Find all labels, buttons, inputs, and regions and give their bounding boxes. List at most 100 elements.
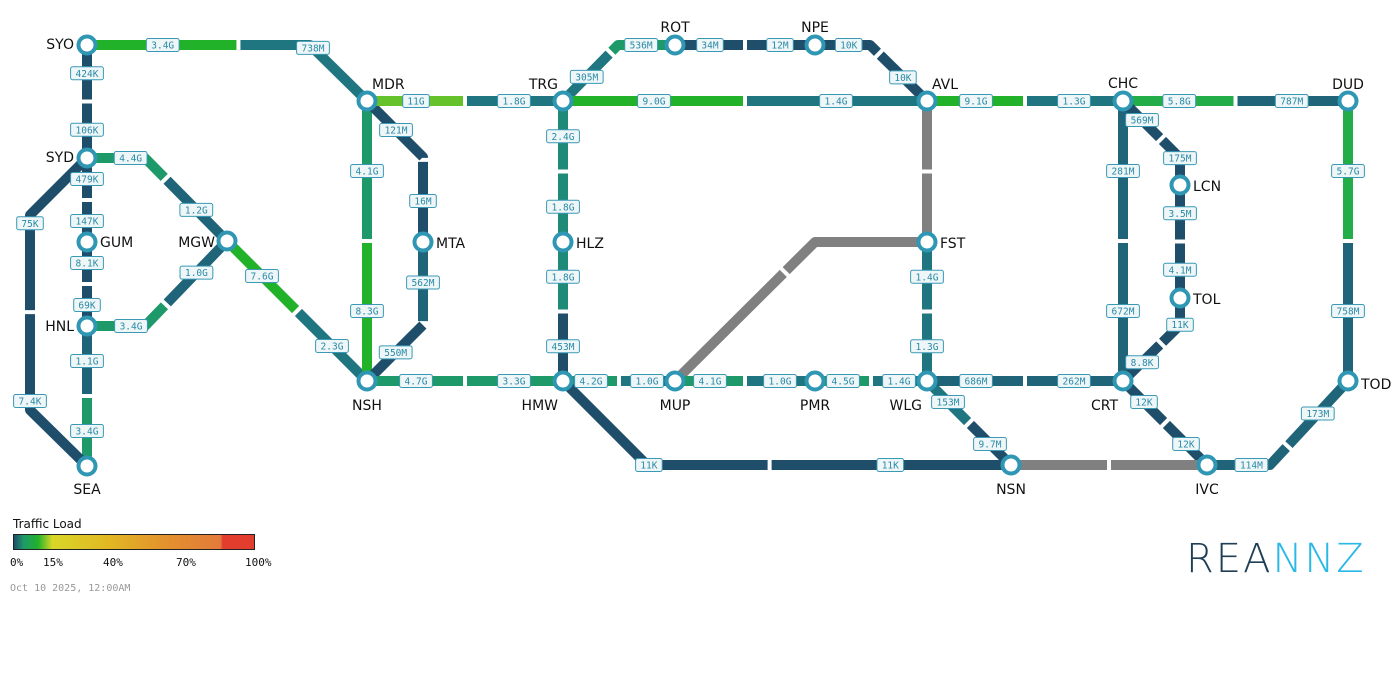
node-marker[interactable]	[1169, 174, 1191, 196]
link-traffic-value: 738M	[302, 43, 325, 54]
node-marker[interactable]	[1337, 370, 1359, 392]
link-traffic-value: 7.4K	[19, 397, 42, 408]
link-segment-fst-mup-b[interactable]	[671, 269, 787, 385]
node-marker[interactable]	[76, 231, 98, 253]
link-traffic-value: 686M	[965, 377, 988, 388]
node-ivc[interactable]: IVC	[1195, 454, 1219, 499]
node-mup[interactable]: MUP	[660, 370, 691, 415]
node-syo[interactable]: SYO	[46, 34, 98, 56]
link-label: 153M	[931, 395, 965, 409]
node-marker[interactable]	[664, 34, 686, 56]
node-sea[interactable]: SEA	[73, 455, 101, 499]
node-nsh[interactable]: NSH	[352, 370, 382, 415]
link-label: 1.1G	[70, 354, 104, 368]
link-label-box	[315, 339, 349, 353]
link-traffic-value: 9.0G	[643, 97, 666, 108]
node-marker[interactable]	[412, 231, 434, 253]
link-label-box	[546, 199, 580, 214]
link-label: 69K	[73, 298, 101, 312]
node-marker[interactable]	[804, 34, 826, 56]
link-traffic-value: 550M	[384, 348, 407, 359]
node-hnl[interactable]: HNL	[45, 315, 98, 337]
node-trg[interactable]: TRG	[528, 77, 574, 112]
node-syd[interactable]: SYD	[46, 147, 98, 169]
link-traffic-value: 5.8G	[1168, 97, 1191, 108]
legend-title: Traffic Load	[13, 517, 82, 531]
node-marker[interactable]	[552, 231, 574, 253]
node-label: HMW	[522, 398, 559, 414]
link-label-box	[70, 424, 104, 438]
node-marker[interactable]	[804, 370, 826, 392]
node-nsn[interactable]: NSN	[996, 454, 1026, 499]
node-pmr[interactable]: PMR	[800, 370, 831, 415]
node-tod[interactable]: TOD	[1337, 370, 1392, 394]
link-label: 11K	[876, 458, 905, 472]
link-label: 3.3G	[497, 374, 531, 388]
link-label: 4.4G	[113, 151, 148, 165]
node-npe[interactable]: NPE	[801, 20, 829, 56]
link-label-box	[402, 94, 430, 108]
node-mdr[interactable]: MDR	[356, 77, 405, 112]
node-hmw[interactable]: HMW	[522, 370, 574, 415]
node-label: DUD	[1332, 77, 1364, 93]
node-marker[interactable]	[1169, 287, 1191, 309]
link-traffic-value: 1.3G	[916, 342, 939, 353]
link-traffic-value: 9.7M	[979, 440, 1002, 451]
node-lcn[interactable]: LCN	[1169, 174, 1222, 196]
link-label: 8.3G	[350, 304, 384, 318]
node-label: PMR	[800, 398, 831, 414]
node-marker[interactable]	[1112, 370, 1134, 392]
node-marker[interactable]	[76, 315, 98, 337]
link-label: 9.0G	[637, 94, 671, 108]
node-marker[interactable]	[1196, 454, 1218, 476]
link-label: 4.2G	[574, 374, 608, 388]
link-segment-ivc-tod-a[interactable]	[1207, 444, 1290, 470]
link-segment-syd-sea-a[interactable]	[25, 154, 91, 311]
link-traffic-value: 1.0G	[185, 268, 208, 279]
link-label: 1.8G	[546, 199, 580, 214]
node-chc[interactable]: CHC	[1108, 76, 1138, 112]
node-marker[interactable]	[916, 90, 938, 112]
link-segment-syd-sea-b[interactable]	[25, 314, 91, 470]
node-wlg[interactable]: WLG	[890, 370, 938, 415]
node-fst[interactable]: FST	[916, 231, 966, 253]
node-marker[interactable]	[1000, 454, 1022, 476]
node-marker[interactable]	[664, 370, 686, 392]
node-marker[interactable]	[76, 455, 98, 477]
link-label-box	[630, 374, 664, 388]
node-marker[interactable]	[552, 370, 574, 392]
link-label-box	[70, 122, 104, 137]
node-marker[interactable]	[916, 231, 938, 253]
node-marker[interactable]	[1337, 90, 1359, 112]
node-label: TOD	[1360, 377, 1391, 393]
link-traffic-value: 787M	[1280, 97, 1303, 108]
node-crt[interactable]: CRT	[1091, 370, 1134, 415]
link-label: 281M	[1106, 164, 1140, 178]
node-hlz[interactable]: HLZ	[552, 231, 604, 253]
node-mgw[interactable]: MGW	[178, 230, 238, 252]
node-gum[interactable]: GUM	[76, 231, 134, 253]
node-marker[interactable]	[76, 147, 98, 169]
link-segment-npe-avl-a[interactable]	[815, 40, 881, 56]
link-label: 10K	[834, 38, 863, 52]
link-label-box	[350, 304, 384, 318]
node-rot[interactable]: ROT	[660, 20, 690, 56]
link-traffic-value: 2.3G	[321, 342, 344, 353]
node-marker[interactable]	[1112, 90, 1134, 112]
node-marker[interactable]	[552, 90, 574, 112]
link-segment-fst-mup-a[interactable]	[782, 237, 927, 275]
link-label: 1.4G	[819, 94, 853, 108]
reannz-logo: REANNZ	[1186, 536, 1366, 582]
node-avl[interactable]: AVL	[916, 77, 959, 112]
node-marker[interactable]	[356, 90, 378, 112]
link-segment-hmw-nsn-a[interactable]	[559, 377, 768, 470]
link-segment-mdr-mta-a[interactable]	[363, 97, 428, 162]
node-dud[interactable]: DUD	[1332, 77, 1364, 112]
node-marker[interactable]	[216, 230, 238, 252]
node-tol[interactable]: TOL	[1169, 287, 1221, 309]
node-marker[interactable]	[76, 34, 98, 56]
node-marker[interactable]	[916, 370, 938, 392]
node-marker[interactable]	[356, 370, 378, 392]
node-mta[interactable]: MTA	[412, 231, 466, 253]
